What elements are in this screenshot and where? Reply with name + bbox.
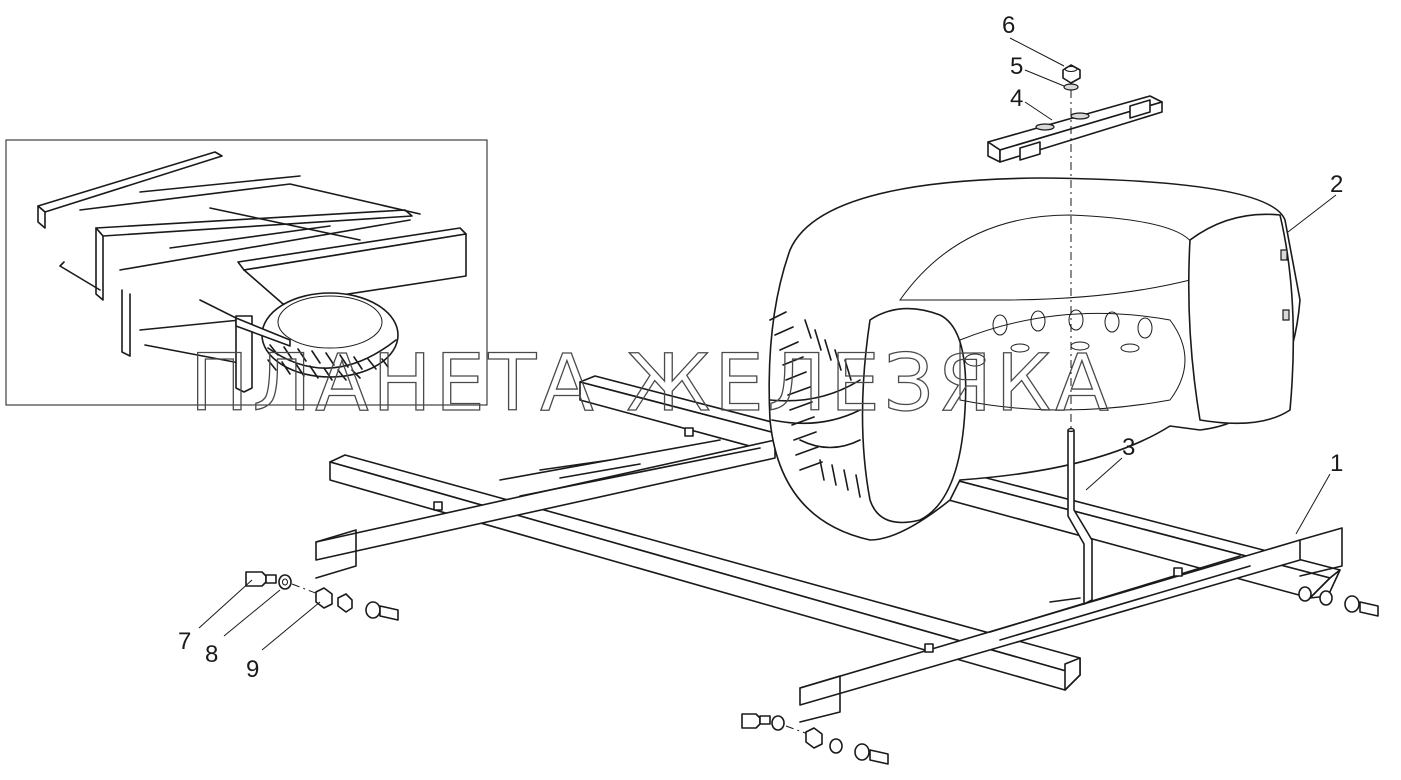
- callout-6: 6: [1002, 12, 1015, 39]
- fasteners-bottom: [741, 713, 889, 765]
- inset-crossbar-1: [95, 209, 413, 237]
- callout-1: 1: [1330, 450, 1343, 477]
- transverse-left: [315, 439, 776, 561]
- spare-wheel: [768, 177, 1301, 541]
- callout-3: 3: [1122, 434, 1135, 461]
- hook-bolt: [1067, 427, 1093, 605]
- inset-rail-left: [37, 151, 223, 213]
- nut: [1062, 64, 1081, 84]
- callout-2: 2: [1330, 171, 1343, 198]
- callouts: 6 5 4 2 3 1 7 8 9: [178, 12, 1343, 683]
- leader-lines: [198, 37, 1337, 651]
- callout-4: 4: [1010, 85, 1023, 112]
- inset-spare-tire: [261, 292, 399, 381]
- inset-border: [5, 139, 488, 406]
- fasteners-right: [1298, 586, 1379, 617]
- washer: [1063, 83, 1079, 91]
- clamp-plate: [987, 95, 1163, 163]
- inset-overview: [5, 139, 488, 406]
- callout-7: 7: [178, 628, 191, 655]
- inset-bracket: [235, 315, 253, 393]
- fasteners-left: [245, 571, 399, 621]
- bolt-head: [245, 571, 267, 587]
- spring-washer: [278, 574, 292, 590]
- callout-8: 8: [205, 641, 218, 668]
- transverse-right: [799, 539, 1301, 706]
- callout-5: 5: [1010, 53, 1023, 80]
- watermark: ПЛАНЕТА ЖЕЛЕЗЯКА: [190, 339, 1113, 429]
- fastener-nut: [315, 587, 333, 609]
- callout-9: 9: [246, 656, 259, 683]
